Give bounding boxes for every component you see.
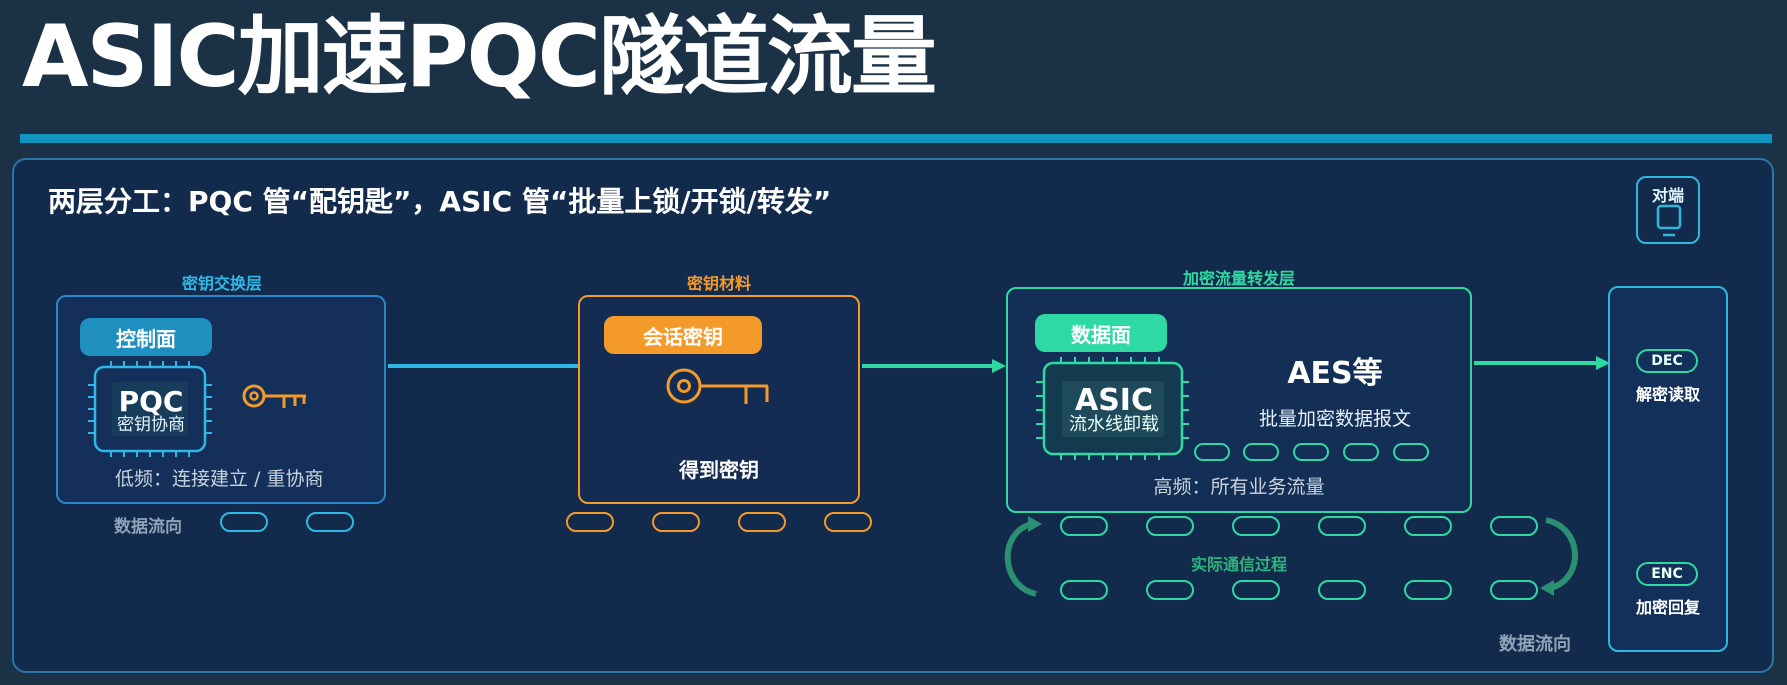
flow-pill <box>220 512 268 532</box>
key-exchange-layer-label: 密钥交换层 <box>181 274 262 293</box>
key-exchange-note: 低频：连接建立 / 重协商 <box>115 468 324 490</box>
flow-pill <box>1404 580 1452 600</box>
peer-label: 对端 <box>1651 186 1684 205</box>
enc-badge: ENC <box>1636 562 1698 586</box>
pqc-chip-subtitle: 密钥协商 <box>117 414 185 435</box>
key-material-caption: 得到密钥 <box>679 458 759 482</box>
arrow-right-icon <box>1474 356 1610 370</box>
packet-pill <box>1343 443 1379 461</box>
arrow-right-icon <box>862 359 1006 373</box>
flow-pill <box>1318 516 1366 536</box>
flow-pill <box>1060 580 1108 600</box>
packet-pill <box>1194 443 1230 461</box>
dec-label: 解密读取 <box>1635 385 1700 404</box>
forwarding-note: 高频：所有业务流量 <box>1153 476 1325 498</box>
data-plane-tag: 数据面 <box>1035 314 1167 352</box>
flow-pill <box>1232 580 1280 600</box>
forwarding-flow-label: 数据流向 <box>1499 634 1571 655</box>
asic-chip-label: ASIC 流水线卸载 <box>1050 380 1178 440</box>
diagram-subtitle: 两层分工：PQC 管“配钥匙”，ASIC 管“批量上锁/开锁/转发” <box>48 185 832 218</box>
flow-pill <box>1232 516 1280 536</box>
chip-icon <box>1036 357 1189 460</box>
packet-pill <box>1293 443 1329 461</box>
cycle-arrow-icon <box>1540 517 1578 596</box>
packet-pill <box>1243 443 1279 461</box>
key-exchange-flow-label: 数据流向 <box>114 517 182 537</box>
enc-label: 加密回复 <box>1635 598 1700 617</box>
flow-pill <box>306 512 354 532</box>
connector-line <box>388 364 578 368</box>
device-icon <box>1656 204 1682 237</box>
communication-loop-label: 实际通信过程 <box>1190 555 1287 574</box>
cycle-arrow-icon <box>1004 516 1042 597</box>
cipher-description: 批量加密数据报文 <box>1258 408 1411 430</box>
key-icon <box>242 384 306 408</box>
cipher-name: AES等 <box>1287 356 1383 391</box>
control-plane-tag: 控制面 <box>80 318 212 356</box>
asic-chip-title: ASIC <box>1074 382 1153 418</box>
flow-pill <box>1146 516 1194 536</box>
flow-pill <box>1146 580 1194 600</box>
flow-pill <box>652 512 700 532</box>
title-divider <box>20 134 1772 143</box>
chip-icon <box>88 361 212 457</box>
flow-pill <box>1490 516 1538 536</box>
flow-pill <box>566 512 614 532</box>
pqc-chip-title: PQC <box>118 385 184 419</box>
dec-badge: DEC <box>1636 349 1698 373</box>
flow-pill <box>738 512 786 532</box>
flow-pill <box>824 512 872 532</box>
flow-pill <box>1404 516 1452 536</box>
endpoint-box <box>1608 286 1728 652</box>
peer-device: 对端 <box>1636 176 1700 244</box>
key-icon <box>666 368 769 404</box>
forwarding-layer-label: 加密流量转发层 <box>1182 269 1295 288</box>
key-material-label: 密钥材料 <box>686 274 751 293</box>
flow-pill <box>1318 580 1366 600</box>
session-key-tag: 会话密钥 <box>604 316 762 354</box>
asic-chip-subtitle: 流水线卸载 <box>1069 414 1159 436</box>
flow-pill <box>1490 580 1538 600</box>
page-title: ASIC加速PQC隧道流量 <box>22 7 937 107</box>
flow-pill <box>1060 516 1108 536</box>
pqc-chip-label: PQC 密钥协商 <box>95 383 207 439</box>
packet-pill <box>1393 443 1429 461</box>
